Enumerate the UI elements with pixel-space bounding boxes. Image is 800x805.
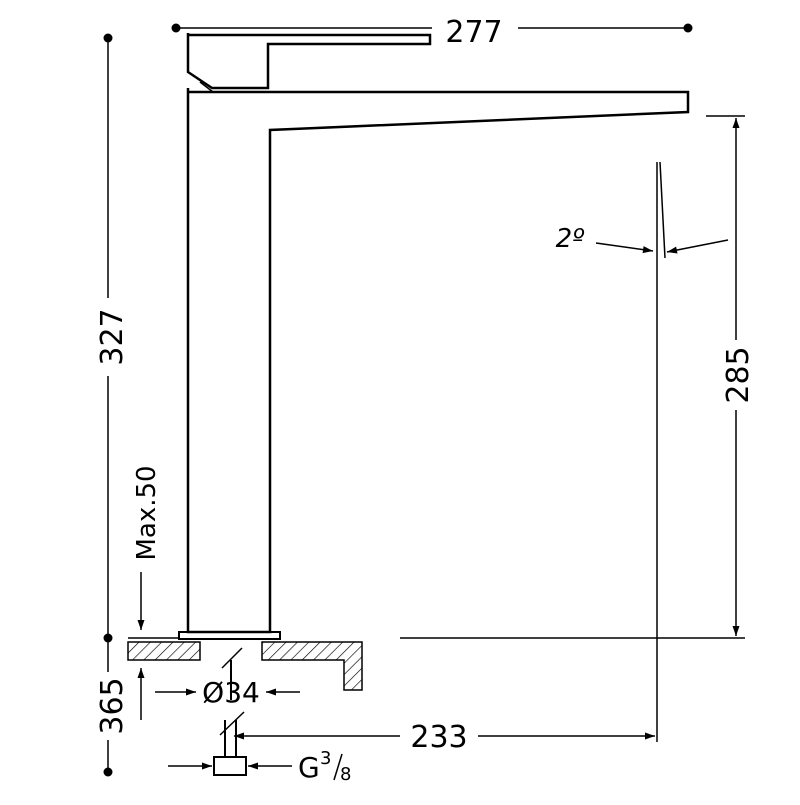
dimension-diameter: Ø34 [155,676,300,709]
dim-text-365: 365 [95,677,130,734]
countertop-left [127,641,201,661]
dimension-327: 327 [95,33,130,643]
dim-text-277: 277 [445,15,502,50]
conn-fraction-slash [333,753,343,781]
handle-joint [199,81,214,93]
dimension-277: 277 [171,15,693,50]
hose-connector [213,756,247,776]
faucet-handle [186,33,432,90]
supply-hose [213,647,247,776]
dim-text-max50: Max.50 [132,465,162,560]
angle-arrow-right [666,239,729,254]
dim-text-diameter: Ø34 [202,676,260,709]
conn-text-den: 8 [340,764,351,785]
countertop-section [127,637,745,691]
hose-break-bottom [219,711,245,736]
dimension-max50: Max.50 [132,465,162,720]
dimension-233: 233 [234,720,655,755]
dim-text-angle: 2º [556,224,586,254]
base-flange [178,631,281,640]
dim-text-285: 285 [721,346,756,403]
faucet-body [178,33,690,640]
dimension-365: 365 [95,638,130,777]
dimension-connection: G 3 8 [168,748,351,785]
stream-lines [656,161,666,742]
stream-angled [659,161,666,259]
conn-text-num: 3 [320,748,331,769]
dimension-285: 285 [706,115,756,636]
angle-arrow-left [595,242,654,254]
countertop-right [261,641,363,691]
dim-text-327: 327 [95,308,130,365]
dim-text-233: 233 [410,720,467,755]
dimension-angle: 2º [556,224,729,254]
conn-text-g: G [298,751,320,784]
hose-break-top [221,647,243,669]
faucet-spout [186,88,690,634]
